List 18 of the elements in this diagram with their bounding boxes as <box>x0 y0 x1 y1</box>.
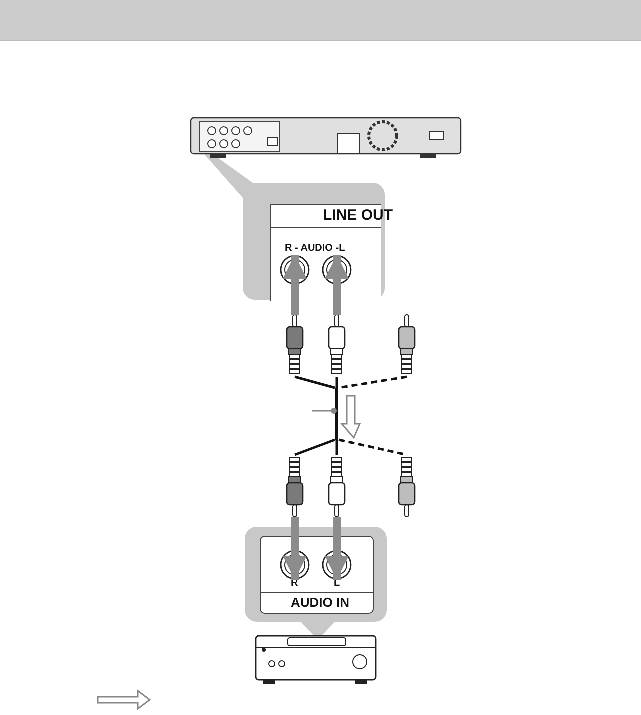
cable-line <box>338 376 408 390</box>
cable-line <box>336 440 338 455</box>
cable-line <box>294 438 336 456</box>
callout-panel <box>245 527 387 622</box>
rca-plug-icon <box>397 455 417 517</box>
panel-heading: LINE OUT <box>323 207 393 224</box>
jack-label: R - AUDIO -L <box>285 243 346 254</box>
cable-line <box>336 377 338 388</box>
rca-plug-icon <box>397 315 417 377</box>
dvd-recorder-drawing <box>190 116 462 160</box>
rca-plug-icon <box>327 315 347 377</box>
audio-cable <box>333 388 341 440</box>
leader-line <box>312 408 337 414</box>
panel-footer: AUDIO IN <box>291 595 350 610</box>
rca-plug-icon <box>285 455 305 517</box>
rca-plug-icon <box>285 315 305 377</box>
cable-line <box>294 376 336 390</box>
rca-plug-icon <box>327 455 347 517</box>
